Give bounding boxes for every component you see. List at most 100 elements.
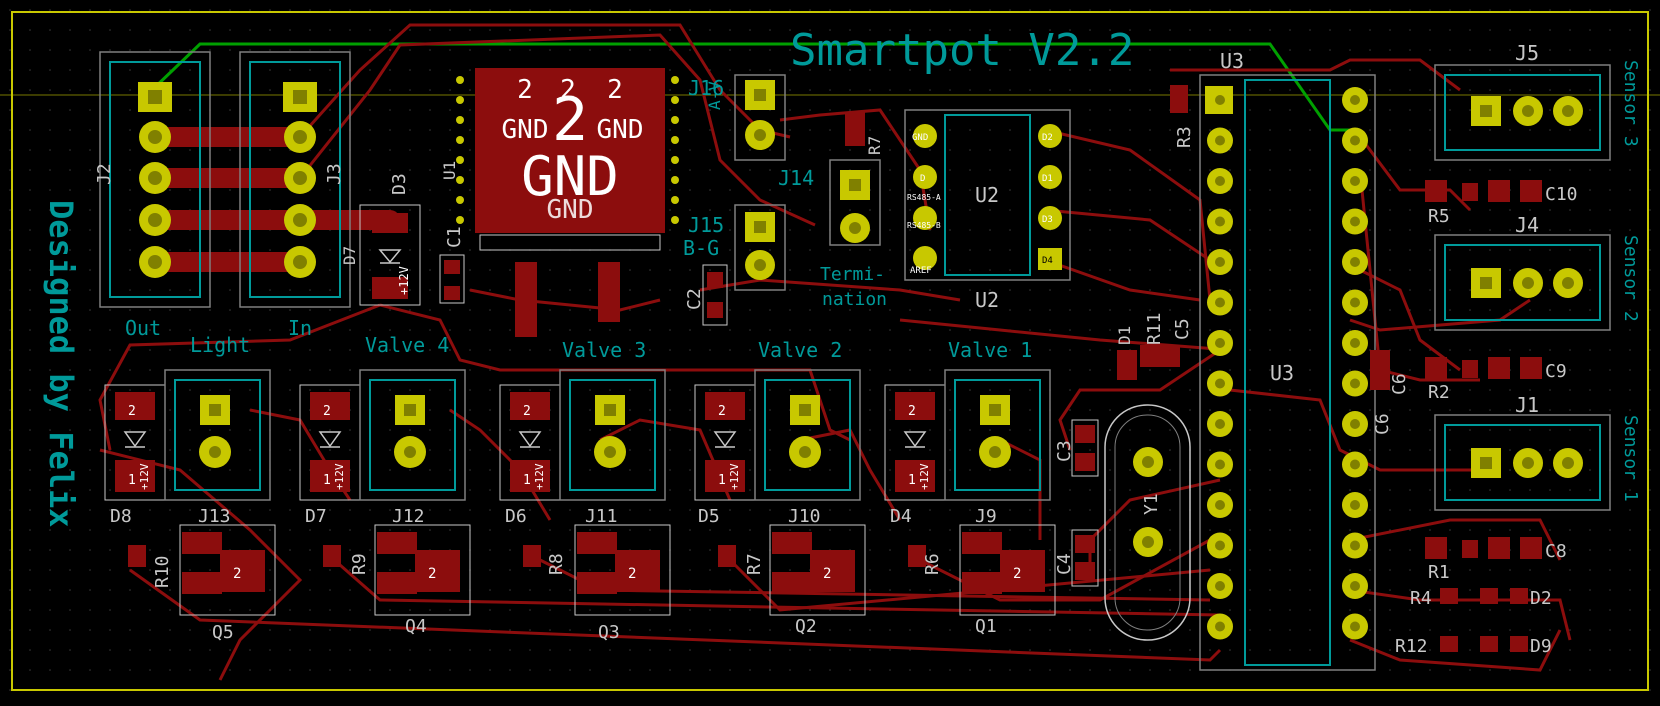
connector-j2[interactable] xyxy=(99,51,211,308)
d1-label: D1 xyxy=(1115,326,1134,345)
u2-pin-d2: D2 xyxy=(1042,133,1053,143)
diode-plus12v: +12V xyxy=(918,463,931,490)
d5-label: D5 xyxy=(698,506,720,527)
diode-pin-1: 1 xyxy=(523,473,531,488)
crystal-y1[interactable] xyxy=(1104,404,1191,641)
connector-j4[interactable] xyxy=(1434,234,1611,331)
diode-plus12v: +12V xyxy=(533,463,546,490)
diode-d3[interactable] xyxy=(359,204,421,306)
capacitor-c2[interactable] xyxy=(702,264,728,326)
termination-label-2: nation xyxy=(822,289,887,310)
u3-pins xyxy=(1205,86,1368,640)
diode-pin-2: 2 xyxy=(128,404,136,419)
capacitor-c3[interactable] xyxy=(1071,419,1099,477)
resistor-r7-top[interactable] xyxy=(845,112,865,146)
c5-label: C5 xyxy=(1172,318,1193,340)
j13-label: J13 xyxy=(198,506,231,527)
resistor-r3[interactable] xyxy=(1170,85,1188,113)
capacitor-c4[interactable] xyxy=(1071,529,1099,587)
termination-label-1: Termi- xyxy=(820,264,885,285)
base-resistor xyxy=(523,545,541,567)
diode-pin-1: 1 xyxy=(908,473,916,488)
q2-label: Q2 xyxy=(795,616,817,637)
j5-label: J5 xyxy=(1515,41,1539,65)
j14-label: J14 xyxy=(778,166,814,190)
r8-label: R8 xyxy=(546,553,567,575)
diode-pin-1: 1 xyxy=(718,473,726,488)
q3-label: Q3 xyxy=(598,622,620,643)
q1-label: Q1 xyxy=(975,616,997,637)
q4-label: Q4 xyxy=(405,616,427,637)
diode-pin-2: 2 xyxy=(718,404,726,419)
c6-label-2: C6 xyxy=(1372,413,1393,435)
j16b-label: A-V xyxy=(705,81,724,110)
capacitor-c6[interactable] xyxy=(1370,350,1390,390)
d3-plus12v: +12V xyxy=(397,266,411,295)
connector-j5[interactable] xyxy=(1434,64,1611,161)
j15-label: J15 xyxy=(688,213,724,237)
c6-label: C6 xyxy=(1389,373,1410,395)
d7-label: D7 xyxy=(305,506,327,527)
transistor-pin-2: 2 xyxy=(233,566,241,582)
u2-pin-a: RS485-A xyxy=(907,193,941,202)
r10-label: R10 xyxy=(152,555,173,588)
green-trace xyxy=(148,42,1355,132)
u2-pin-gnd: GND xyxy=(912,133,928,143)
sensor-passives[interactable] xyxy=(1425,180,1542,652)
base-resistor xyxy=(908,545,926,567)
valve2-label: Valve 2 xyxy=(758,338,842,362)
j2-label: J2 xyxy=(94,163,115,185)
sensor2-label: Sensor 2 xyxy=(1620,235,1641,322)
transistor-pin-2: 2 xyxy=(628,566,636,582)
j16-label: J16 xyxy=(688,76,724,100)
u2-label: U2 xyxy=(975,183,999,207)
j15b-label: B-G xyxy=(683,236,719,260)
reg-gnd-2: GND xyxy=(597,115,644,145)
r4-label: R4 xyxy=(1410,588,1432,609)
ic-u2[interactable] xyxy=(904,109,1071,281)
d6-label: D6 xyxy=(505,506,527,527)
reg-pin-3: 2 xyxy=(607,75,623,105)
u2-pin-d3: D3 xyxy=(1042,215,1053,225)
r1-label: R1 xyxy=(1428,562,1450,583)
connector-j15[interactable] xyxy=(734,204,786,291)
u3-top-label: U3 xyxy=(1220,49,1244,73)
connector-j1[interactable] xyxy=(1434,414,1611,511)
connector-j14[interactable] xyxy=(829,159,881,246)
connector-j16[interactable] xyxy=(734,74,786,161)
reg-pin-2: 2 xyxy=(560,75,576,105)
q5-label: Q5 xyxy=(212,622,234,643)
c2-label: C2 xyxy=(684,288,705,310)
resistor-r11[interactable] xyxy=(1117,350,1137,380)
regulator-pad xyxy=(475,68,665,233)
reg-big-label: GND xyxy=(521,145,619,208)
u2-pin-d4: D4 xyxy=(1042,256,1053,266)
r3-label: R3 xyxy=(1174,126,1195,148)
r7-label-bottom: R7 xyxy=(744,553,765,575)
capacitor-c1[interactable] xyxy=(439,254,465,304)
d8-label: D8 xyxy=(110,506,132,527)
r11-label: R11 xyxy=(1144,312,1165,345)
r9-label: R9 xyxy=(349,553,370,575)
light-label: Light xyxy=(190,333,250,357)
diode-pin-2: 2 xyxy=(323,404,331,419)
valve3-label: Valve 3 xyxy=(562,338,646,362)
c1-label: C1 xyxy=(444,226,465,248)
u2-pin-aref: AREF xyxy=(910,266,932,276)
j9-label: J9 xyxy=(975,506,997,527)
diode-pin-1: 1 xyxy=(323,473,331,488)
capacitor-c5[interactable] xyxy=(1140,345,1180,367)
designer-credit: Designed by Felix xyxy=(42,200,80,528)
r12-label: R12 xyxy=(1395,636,1428,657)
transistor-pin-2: 2 xyxy=(823,566,831,582)
sensor1-label: Sensor 1 xyxy=(1620,415,1641,502)
connector-j3[interactable] xyxy=(239,51,351,308)
